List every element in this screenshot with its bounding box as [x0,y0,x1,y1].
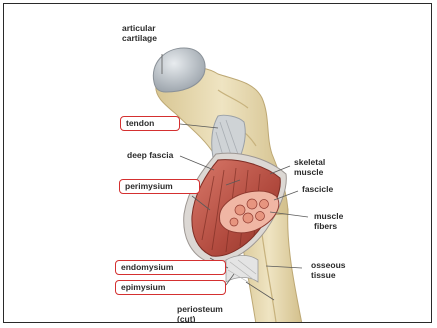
label-deep-fascia: deep fascia [127,150,173,160]
label-endomysium: endomysium [115,260,226,275]
label-skeletal-muscle: skeletal muscle [294,157,325,177]
label-epimysium: epimysium [115,280,226,295]
label-muscle-fibers: muscle fibers [314,211,343,231]
label-periosteum: periosteum (cut) [177,304,223,323]
label-osseous-tissue: osseous tissue [311,260,346,280]
muscle-anatomy-illustration [4,4,432,323]
label-tendon: tendon [120,116,180,131]
label-articular-cartilage: articular cartilage [122,23,157,43]
label-fascicle: fascicle [302,184,333,194]
label-perimysium: perimysium [119,179,200,194]
diagram-frame: articular cartilage tendon deep fascia p… [3,3,432,323]
